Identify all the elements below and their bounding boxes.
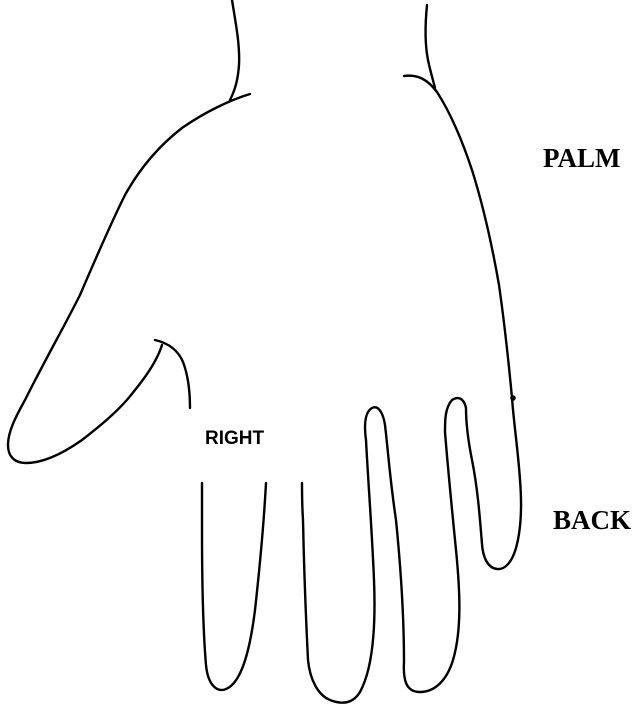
palm-right-contour [404,76,512,398]
finger-ring [365,407,459,692]
finger-middle [302,440,374,703]
finger-index [202,483,266,690]
right-label: RIGHT [205,428,264,450]
wrist-left-line [230,0,239,100]
wrist-right-line [426,5,435,88]
palm-label: PALM [543,143,620,174]
back-label: BACK [553,505,631,536]
hand-back-contour [8,94,250,463]
